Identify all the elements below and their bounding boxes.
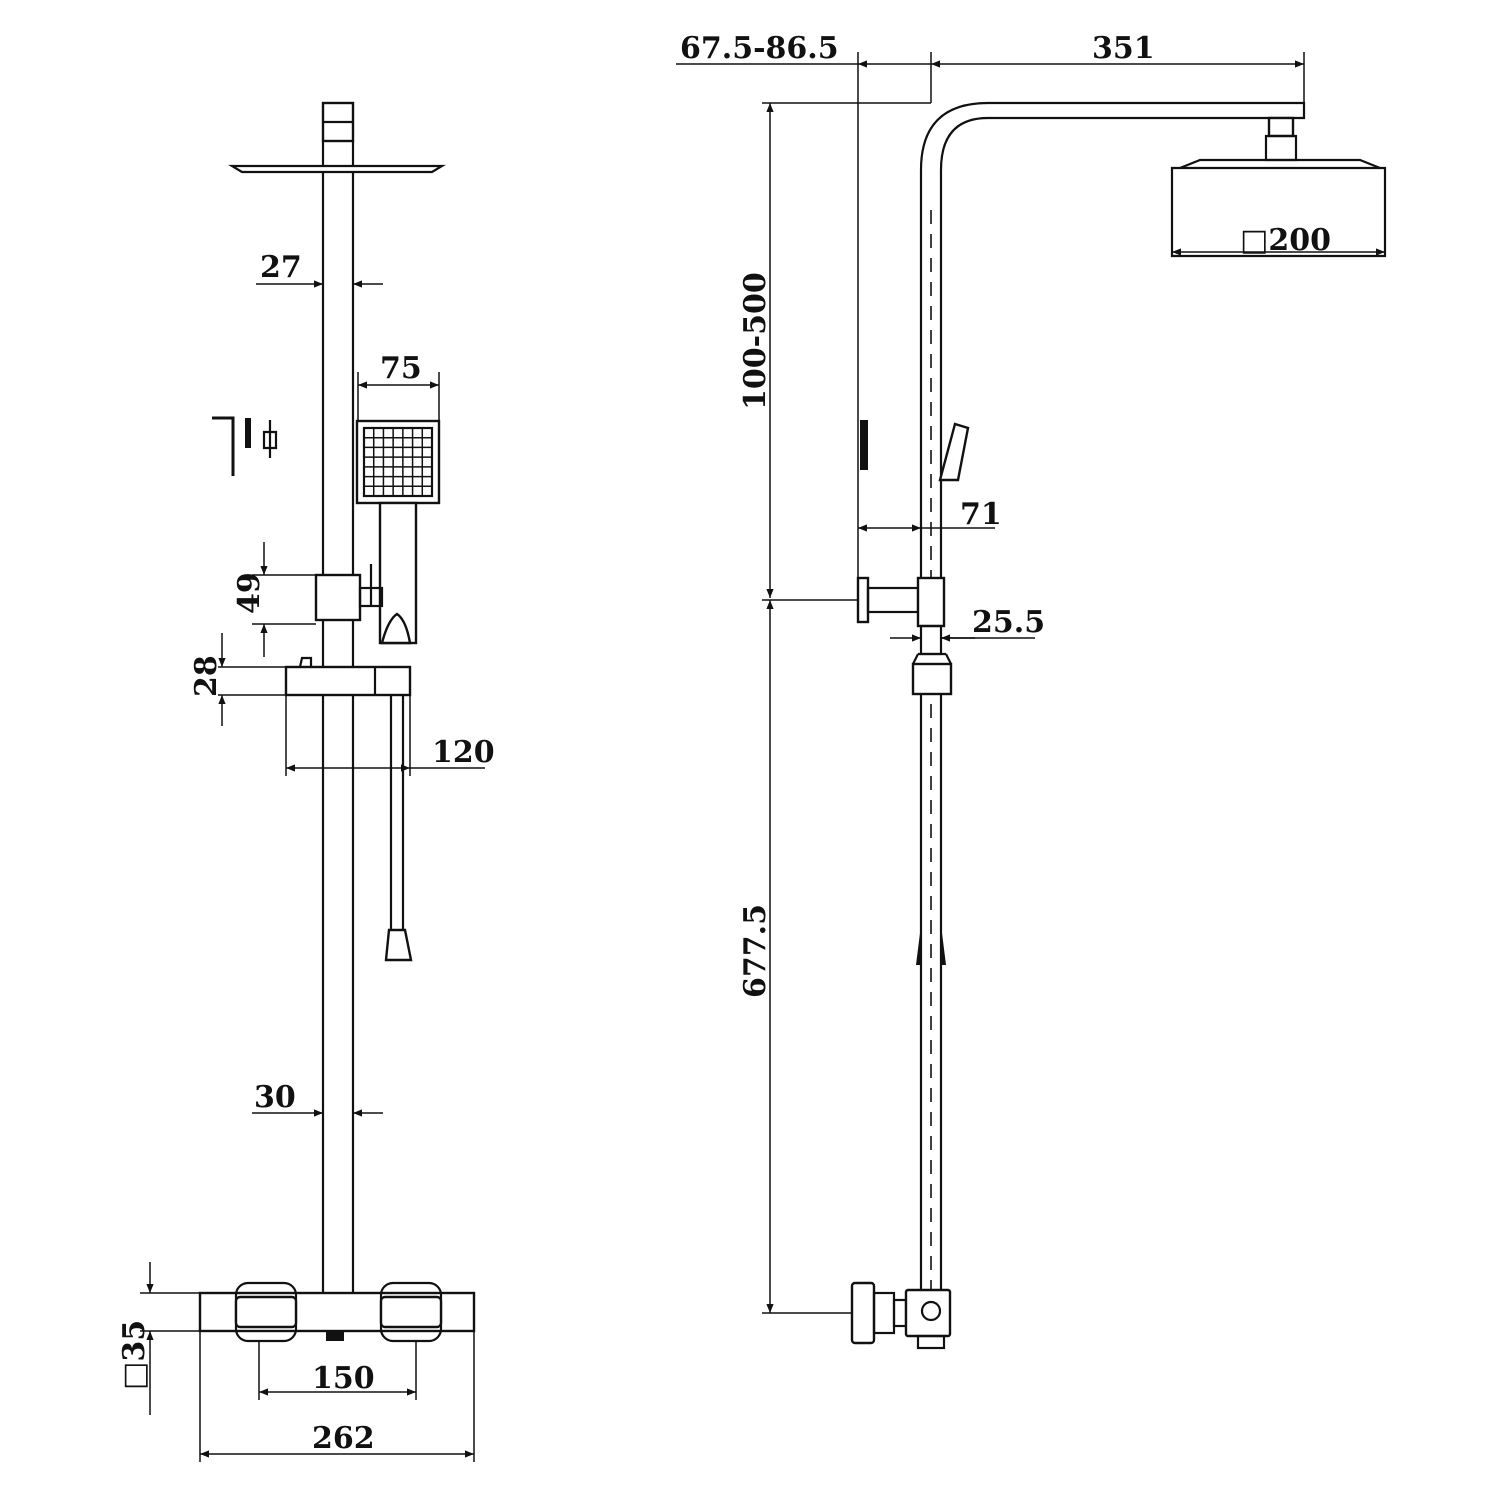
fixing-kit-icon — [212, 416, 278, 476]
dim-upper-pipe: 27 — [260, 250, 302, 285]
dim-inlet-centres: 150 — [312, 1361, 375, 1396]
riser-nut — [911, 662, 953, 696]
dim-shelf-width: 120 — [432, 735, 495, 770]
dim-shelf-height: 28 — [189, 655, 224, 697]
dim-hand-offset: 71 — [960, 497, 1002, 532]
dim-head-size: □200 — [1240, 223, 1331, 258]
hand-shower — [355, 419, 441, 645]
overhead-shower-plate — [228, 164, 446, 174]
dim-hand-width: 75 — [380, 351, 422, 386]
hose-connector — [384, 928, 413, 962]
hand-shower-side — [938, 422, 970, 482]
arm-connector — [1267, 116, 1295, 138]
riser-clamp — [916, 576, 946, 628]
dim-riser-adjust: 100-500 — [738, 272, 773, 410]
soap-shelf — [284, 665, 412, 697]
hand-holder-cone — [380, 612, 412, 645]
wall-plate — [856, 576, 870, 624]
dim-bracket-height: 49 — [232, 572, 267, 614]
dim-arm-length: 351 — [1092, 31, 1155, 66]
mixer-side — [850, 1281, 952, 1350]
overhead-shower-side — [1170, 166, 1387, 258]
dim-body-height: □35 — [117, 1320, 152, 1390]
dim-body-width: 262 — [312, 1421, 375, 1456]
dim-lower-pipe: 30 — [254, 1080, 296, 1115]
shower-arm — [919, 101, 1306, 578]
dim-holder-offset: 25.5 — [972, 605, 1045, 640]
side-view: 67.5-86.5 351 □200 100-500 71 25.5 — [676, 31, 1387, 1350]
dim-arm-adjust: 67.5-86.5 — [680, 31, 839, 66]
thermostatic-mixer — [198, 1281, 476, 1343]
front-view: 27 75 49 — [117, 101, 495, 1462]
slider-bracket — [314, 573, 362, 622]
dim-riser-length: 677.5 — [738, 904, 773, 998]
